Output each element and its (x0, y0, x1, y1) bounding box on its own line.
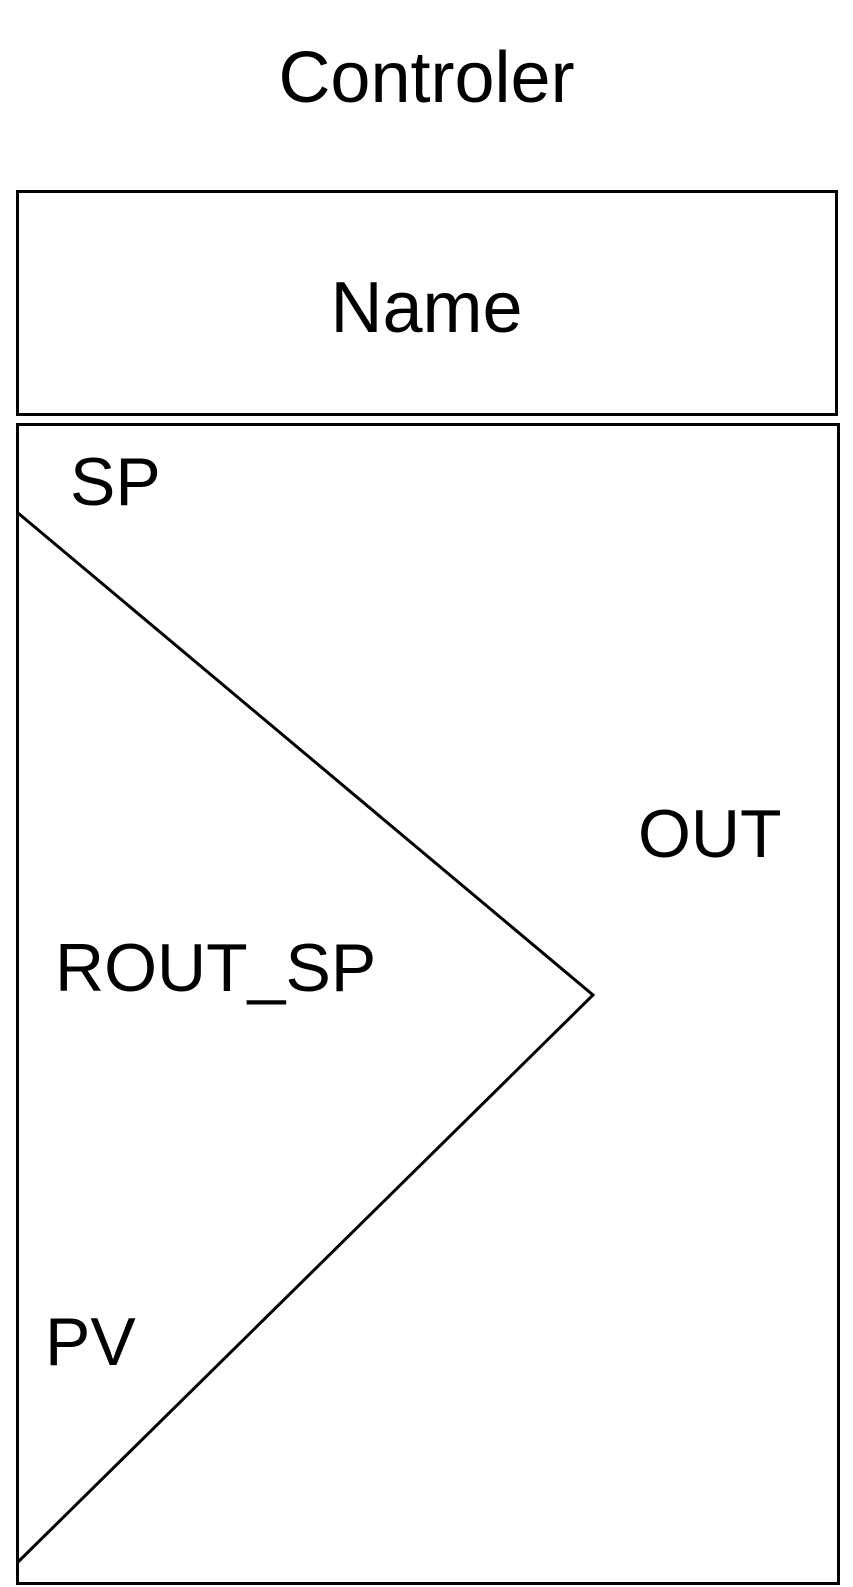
name-label: Name (330, 268, 523, 348)
controller-body-box (16, 423, 840, 1585)
port-label-sp: SP (70, 444, 161, 520)
diagram-title: Controler (278, 38, 575, 118)
port-label-rout-sp: ROUT_SP (55, 930, 377, 1006)
port-label-pv: PV (45, 1304, 136, 1380)
name-box (16, 190, 838, 416)
port-label-out: OUT (638, 796, 782, 872)
wedge-lines (16, 511, 596, 1564)
